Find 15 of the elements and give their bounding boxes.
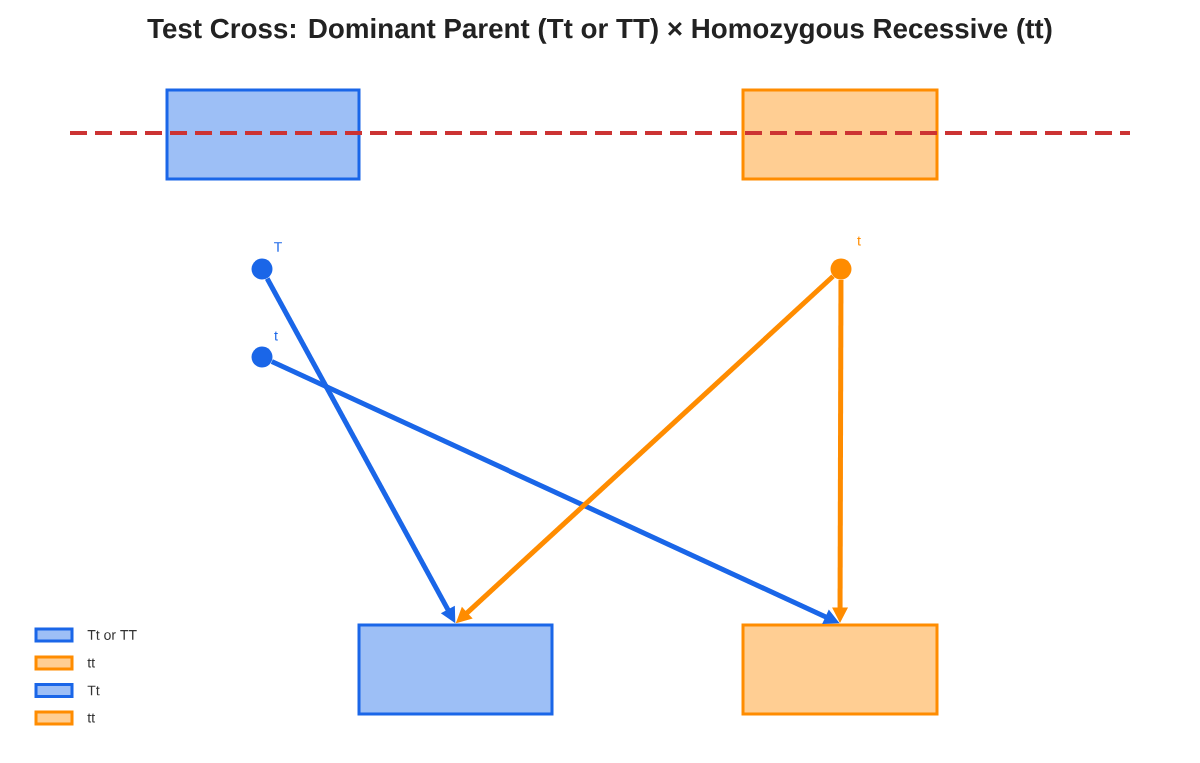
legend-label: tt (87, 713, 95, 723)
dot-label: t (274, 331, 278, 341)
dot-label: T (274, 242, 282, 252)
legend-label: Tt or TT (87, 630, 137, 640)
box (165, 88, 361, 181)
box (741, 623, 939, 716)
box (357, 623, 554, 716)
legend-label: tt (87, 658, 95, 668)
legend-label: Tt (87, 685, 100, 696)
dot (830, 258, 852, 280)
title: Test Cross: Dominant Parent (Tt or TT) × Homozygous Recessive (tt) (147, 18, 1052, 44)
box (741, 88, 939, 181)
dot-label: t (857, 236, 861, 246)
dot (251, 258, 273, 280)
dot (251, 346, 273, 368)
